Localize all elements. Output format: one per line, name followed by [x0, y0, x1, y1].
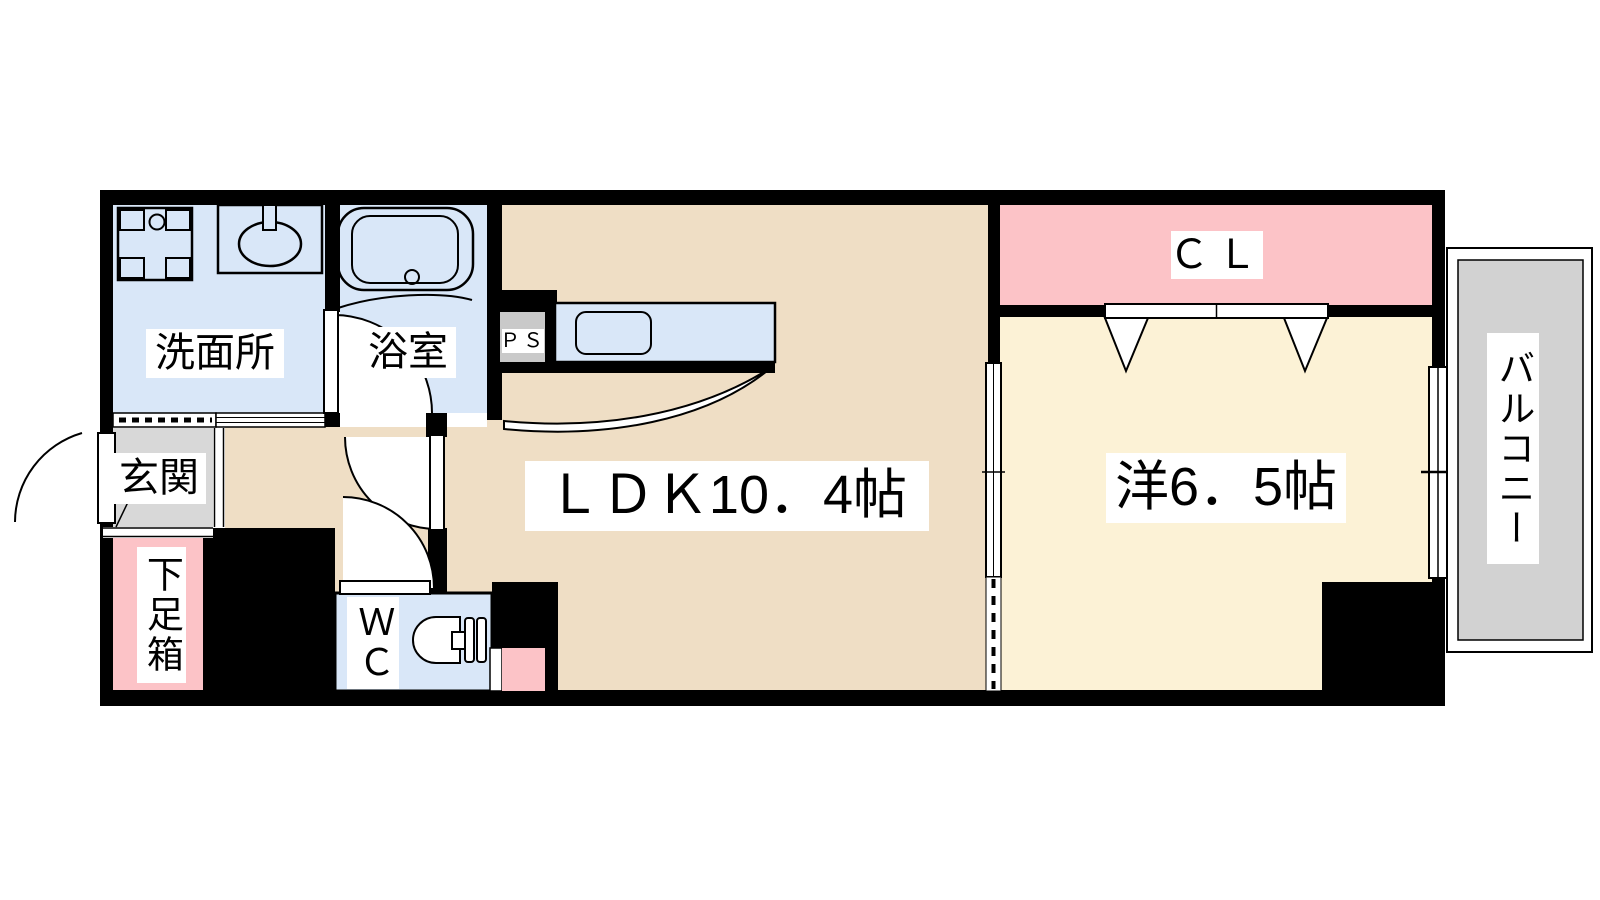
- washroom-sliding-door: [215, 412, 326, 428]
- entrance-step-horizontal: [103, 527, 213, 538]
- wall-void-left: [203, 528, 335, 691]
- wall-bottom: [100, 690, 1445, 706]
- hall-ldk-opening: [447, 413, 487, 427]
- fixtures: [116, 203, 777, 664]
- wc-side-strip: [489, 647, 503, 692]
- bathroom-label: 浴室: [360, 327, 456, 378]
- wall-ldk-western-stub: [988, 190, 1000, 363]
- closet-door-triangle-left: [1103, 317, 1150, 374]
- shoe-cabinet-label: 下足箱: [137, 547, 186, 683]
- closet-label: ＣＬ: [1169, 231, 1263, 279]
- wall-stub-hall-top: [426, 413, 447, 437]
- washroom-label: 洗面所: [146, 329, 284, 378]
- pipe-space-label: ＰＳ: [500, 329, 546, 353]
- bathtub-icon: [336, 206, 475, 309]
- wall-washroom-bathroom: [325, 205, 340, 312]
- washing-machine-pan-icon: [116, 206, 194, 282]
- toilet-icon: [412, 616, 487, 664]
- ldk-label: ＬＤＫ10．4帖: [525, 461, 929, 531]
- vanity-sink-icon: [216, 203, 324, 275]
- toilet-door: [339, 496, 435, 595]
- western-room-label: 洋6．5帖: [1106, 453, 1346, 523]
- bathroom-door-opening: [340, 413, 426, 427]
- balcony-label: バルコニー: [1487, 333, 1539, 564]
- entrance-label: 玄関: [112, 453, 206, 504]
- hallway-door: [344, 434, 445, 531]
- wall-pillar-bottom-right: [1322, 582, 1432, 691]
- kitchen-counter-icon: [553, 301, 777, 364]
- wall-top: [100, 190, 1445, 205]
- closet-door-triangle-right: [1282, 317, 1329, 374]
- toilet-label: ＷＣ: [347, 597, 399, 689]
- pink-corner-tile: [502, 648, 545, 691]
- entrance-step-vertical: [213, 428, 225, 527]
- kitchen-door-arc: [503, 366, 773, 433]
- wall-under-counter: [557, 362, 775, 373]
